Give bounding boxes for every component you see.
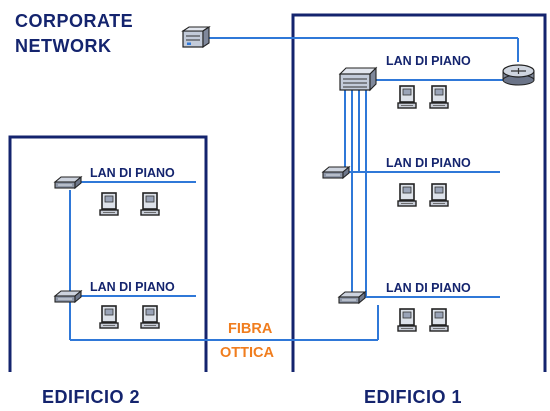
router-icon	[502, 64, 535, 86]
hub-icon	[338, 291, 366, 304]
computer-icon	[429, 183, 449, 207]
hub-icon	[322, 166, 350, 179]
computer-icon	[140, 192, 160, 216]
hub-icon	[54, 176, 82, 189]
server-icon	[181, 25, 211, 49]
core-switch-icon	[338, 66, 378, 92]
corporate-network-label-line2: NETWORK	[15, 36, 112, 56]
computer-icon	[99, 192, 119, 216]
hub-icon	[54, 290, 82, 303]
edificio-2-label: EDIFICIO 2	[42, 387, 140, 407]
lan-label-e2-floor2: LAN DI PIANO	[90, 166, 175, 180]
computer-icon	[140, 305, 160, 329]
computer-icon	[397, 308, 417, 332]
computer-icon	[397, 85, 417, 109]
fiber-label-line1: FIBRA	[228, 321, 273, 337]
lan-label-e1-floor2: LAN DI PIANO	[386, 156, 471, 170]
lan-label-e1-floor3: LAN DI PIANO	[386, 54, 471, 68]
edificio-2-outline	[8, 135, 208, 372]
edificio-1-label: EDIFICIO 1	[364, 387, 462, 407]
lan-label-e2-floor1: LAN DI PIANO	[90, 280, 175, 294]
computer-icon	[429, 308, 449, 332]
lan-label-e1-floor1: LAN DI PIANO	[386, 281, 471, 295]
network-links	[69, 37, 519, 341]
computer-icon	[99, 305, 119, 329]
edificio-1-outline	[291, 13, 547, 372]
computer-icon	[397, 183, 417, 207]
corporate-network-label-line1: CORPORATE	[15, 11, 133, 31]
computer-icon	[429, 85, 449, 109]
fiber-label-line2: OTTICA	[220, 345, 274, 361]
